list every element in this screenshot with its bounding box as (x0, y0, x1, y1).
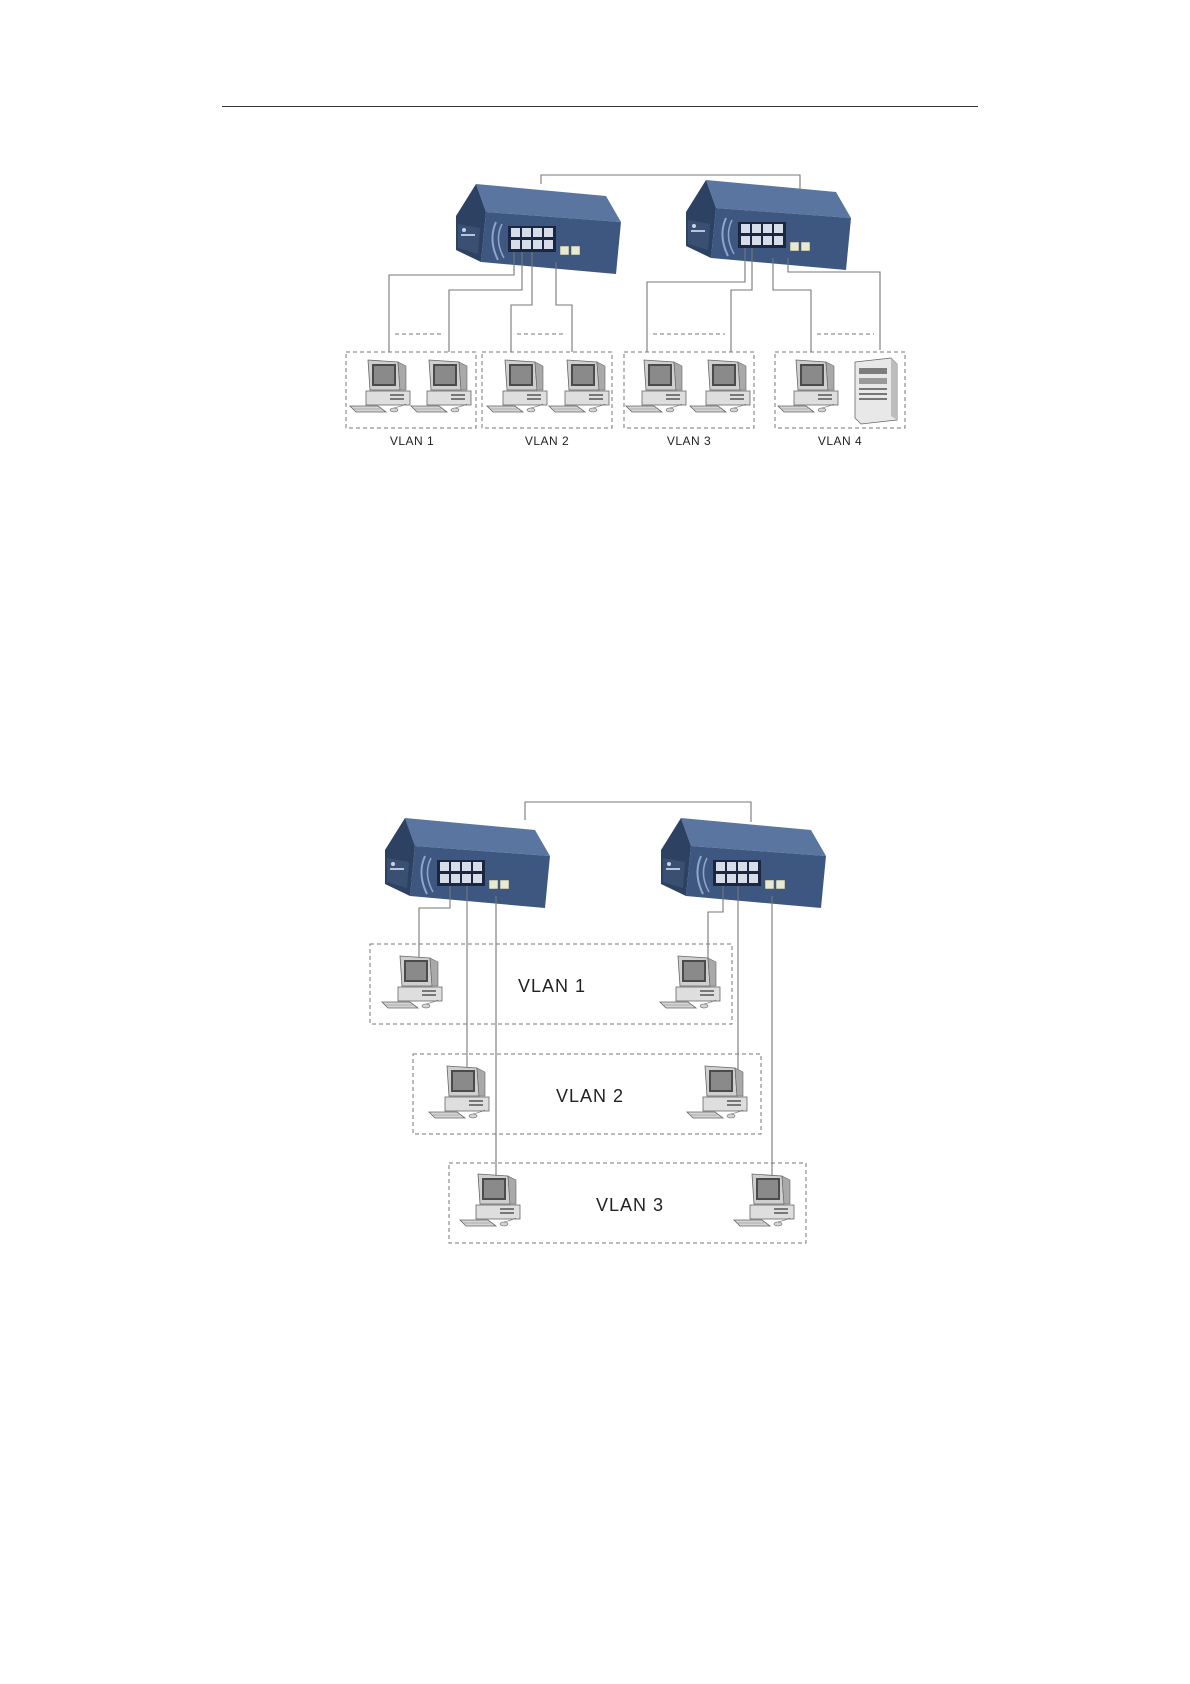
desktop-computer-icon (411, 360, 471, 412)
server-tower-icon (855, 358, 897, 424)
diagram-1: VLAN 1 VLAN 2 VLAN 3 VLAN 4 (346, 175, 905, 448)
desktop-computer-icon (350, 360, 410, 412)
diagram-2: VLAN 1 VLAN 2 VLAN 3 (370, 802, 826, 1243)
vlan-label: VLAN 3 (667, 434, 711, 448)
network-switch-icon (686, 180, 851, 270)
desktop-computer-icon (429, 1066, 489, 1118)
desktop-computer-icon (487, 360, 547, 412)
desktop-computer-icon (382, 956, 442, 1008)
desktop-computer-icon (660, 956, 720, 1008)
desktop-computer-icon (460, 1174, 520, 1226)
desktop-computer-icon (549, 360, 609, 412)
vlan-label: VLAN 3 (596, 1195, 664, 1215)
vlan-label: VLAN 2 (525, 434, 569, 448)
vlan-label: VLAN 2 (556, 1086, 624, 1106)
desktop-computer-icon (690, 360, 750, 412)
desktop-computer-icon (626, 360, 686, 412)
vlan-label: VLAN 4 (818, 434, 862, 448)
vlan-label: VLAN 1 (518, 976, 586, 996)
uplink-wire (525, 802, 751, 822)
vlan-label: VLAN 1 (390, 434, 434, 448)
desktop-computer-icon (687, 1066, 747, 1118)
desktop-computer-icon (734, 1174, 794, 1226)
desktop-computer-icon (778, 360, 838, 412)
network-switch-icon (456, 184, 621, 274)
network-switch-icon (661, 818, 826, 908)
